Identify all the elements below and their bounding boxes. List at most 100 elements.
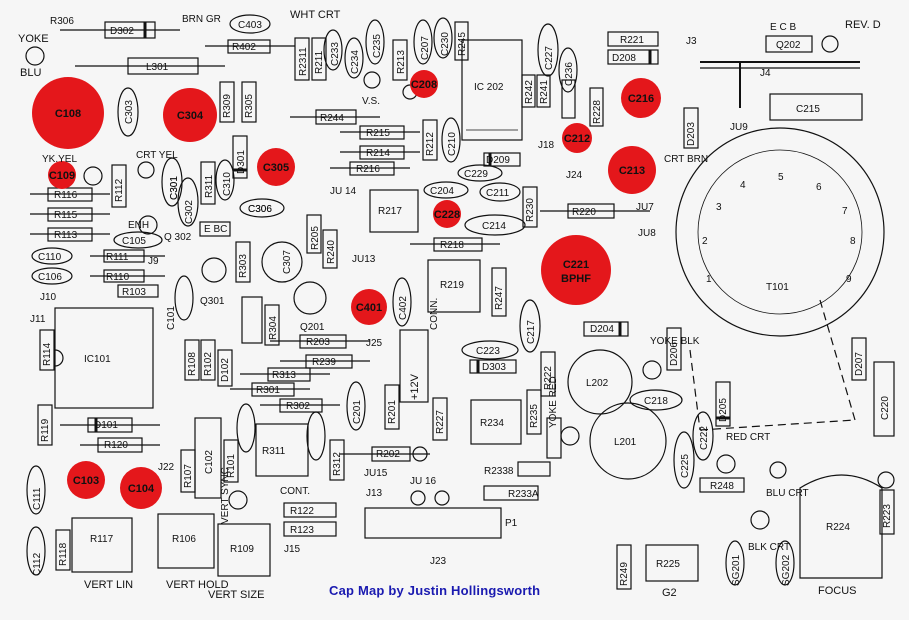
label-j9: J9 bbox=[148, 256, 159, 267]
label-d209: D209 bbox=[486, 155, 510, 166]
label-focus: FOCUS bbox=[818, 585, 857, 597]
label-c310: C310 bbox=[222, 172, 233, 196]
label--12v: +12V bbox=[409, 373, 421, 400]
label-c302: C302 bbox=[184, 200, 195, 224]
label-9: 9 bbox=[846, 274, 852, 285]
label-j25: J25 bbox=[366, 338, 383, 349]
label-d206: D206 bbox=[669, 342, 680, 366]
label-r223: R223 bbox=[882, 504, 893, 528]
label-r301: R301 bbox=[256, 385, 280, 396]
cap-label-c228: C228 bbox=[434, 209, 460, 221]
label-r306: R306 bbox=[50, 16, 74, 27]
label-vert-size: VERT SIZE bbox=[208, 589, 264, 601]
label-ju8: JU8 bbox=[638, 228, 656, 239]
label-t101: T101 bbox=[766, 282, 789, 293]
label-yoke: YOKE bbox=[18, 33, 49, 45]
label-r123: R123 bbox=[290, 525, 314, 536]
label-c403: C403 bbox=[238, 20, 262, 31]
highlighted-cap-c401 bbox=[351, 289, 387, 325]
cap-label-c103: C103 bbox=[73, 475, 99, 487]
label-g2: G2 bbox=[662, 587, 677, 599]
label-c303: C303 bbox=[124, 100, 135, 124]
label-l201: L201 bbox=[614, 437, 637, 448]
label-r212: R212 bbox=[425, 132, 436, 156]
label-r107: R107 bbox=[183, 464, 194, 488]
label-r205: R205 bbox=[310, 226, 321, 250]
label-3: 3 bbox=[716, 202, 722, 213]
label-r120: R120 bbox=[104, 440, 128, 451]
label-yoke-red: YOKE RED bbox=[548, 376, 559, 428]
label-c102: C102 bbox=[204, 450, 215, 474]
label-j22: J22 bbox=[158, 462, 175, 473]
label-c301: C301 bbox=[169, 176, 180, 200]
label-r118: R118 bbox=[58, 542, 69, 566]
label-r114: R114 bbox=[42, 342, 53, 366]
label-blu: BLU bbox=[20, 67, 41, 79]
label-rev-d: REV. D bbox=[845, 19, 881, 31]
label-blu-crt: BLU CRT bbox=[766, 488, 809, 499]
label-r201: R201 bbox=[387, 400, 398, 424]
label-r311: R311 bbox=[262, 446, 286, 457]
label-crt-yel: CRT YEL bbox=[136, 150, 178, 161]
label-r220: R220 bbox=[572, 207, 596, 218]
label-wht-crt: WHT CRT bbox=[290, 9, 341, 21]
label-r313: R313 bbox=[272, 370, 296, 381]
label-yk-yel: YK.YEL bbox=[42, 154, 77, 165]
cap-label-c212: C212 bbox=[564, 133, 590, 145]
label-d204: D204 bbox=[590, 324, 614, 335]
label-r106: R106 bbox=[172, 534, 196, 545]
label-r2311: R2311 bbox=[298, 47, 309, 76]
label-sg202: SG202 bbox=[781, 554, 792, 586]
label-c101: C101 bbox=[166, 306, 177, 330]
label-c105: C105 bbox=[122, 236, 146, 247]
label-c230: C230 bbox=[440, 32, 451, 56]
label-r227: R227 bbox=[435, 410, 446, 434]
label-r249: R249 bbox=[619, 562, 630, 586]
label-r303: R303 bbox=[238, 254, 249, 278]
label-e-c-b: E C B bbox=[770, 22, 796, 33]
label-l301: L301 bbox=[146, 62, 169, 73]
label-c220: C220 bbox=[880, 396, 891, 420]
label-r234: R234 bbox=[480, 418, 504, 429]
label-j10: J10 bbox=[40, 292, 57, 303]
label-2: 2 bbox=[702, 236, 708, 247]
label-c218: C218 bbox=[644, 396, 668, 407]
label-r203: R203 bbox=[306, 337, 330, 348]
label-j13: J13 bbox=[366, 488, 383, 499]
label-j23: J23 bbox=[430, 556, 447, 567]
label-d303: D303 bbox=[482, 362, 506, 373]
label-q201: Q201 bbox=[300, 322, 325, 333]
highlighted-cap-c212 bbox=[562, 123, 592, 153]
highlighted-cap-c216 bbox=[621, 78, 661, 118]
label-r214: R214 bbox=[366, 148, 390, 159]
label-j15: J15 bbox=[284, 544, 301, 555]
label-r211: R211 bbox=[314, 50, 325, 74]
label-c207: C207 bbox=[420, 36, 431, 60]
label-d208: D208 bbox=[612, 53, 636, 64]
highlighted-cap-c108 bbox=[32, 77, 104, 149]
label-j4: J4 bbox=[760, 68, 771, 79]
label-6: 6 bbox=[816, 182, 822, 193]
label-j18: J18 bbox=[538, 140, 555, 151]
label-cont-: CONT. bbox=[280, 486, 310, 497]
board-outlines bbox=[25, 14, 895, 590]
highlighted-cap-c104 bbox=[120, 467, 162, 509]
highlighted-cap-c103 bbox=[67, 461, 105, 499]
label-ju13: JU13 bbox=[352, 254, 376, 265]
cap-label-c109: C109 bbox=[49, 170, 75, 182]
label-r213: R213 bbox=[396, 50, 407, 74]
label-r244: R244 bbox=[320, 113, 344, 124]
label-c215: C215 bbox=[796, 104, 820, 115]
label-r217: R217 bbox=[378, 206, 402, 217]
label-c211: C211 bbox=[486, 188, 510, 199]
label-r119: R119 bbox=[40, 418, 51, 442]
label-r218: R218 bbox=[440, 240, 464, 251]
label-r103: R103 bbox=[122, 287, 146, 298]
label-r247: R247 bbox=[494, 286, 505, 310]
label-q-302: Q 302 bbox=[164, 232, 192, 243]
label-r109: R109 bbox=[230, 544, 254, 555]
label-c210: C210 bbox=[447, 132, 458, 156]
cap-label-c104: C104 bbox=[128, 483, 155, 495]
